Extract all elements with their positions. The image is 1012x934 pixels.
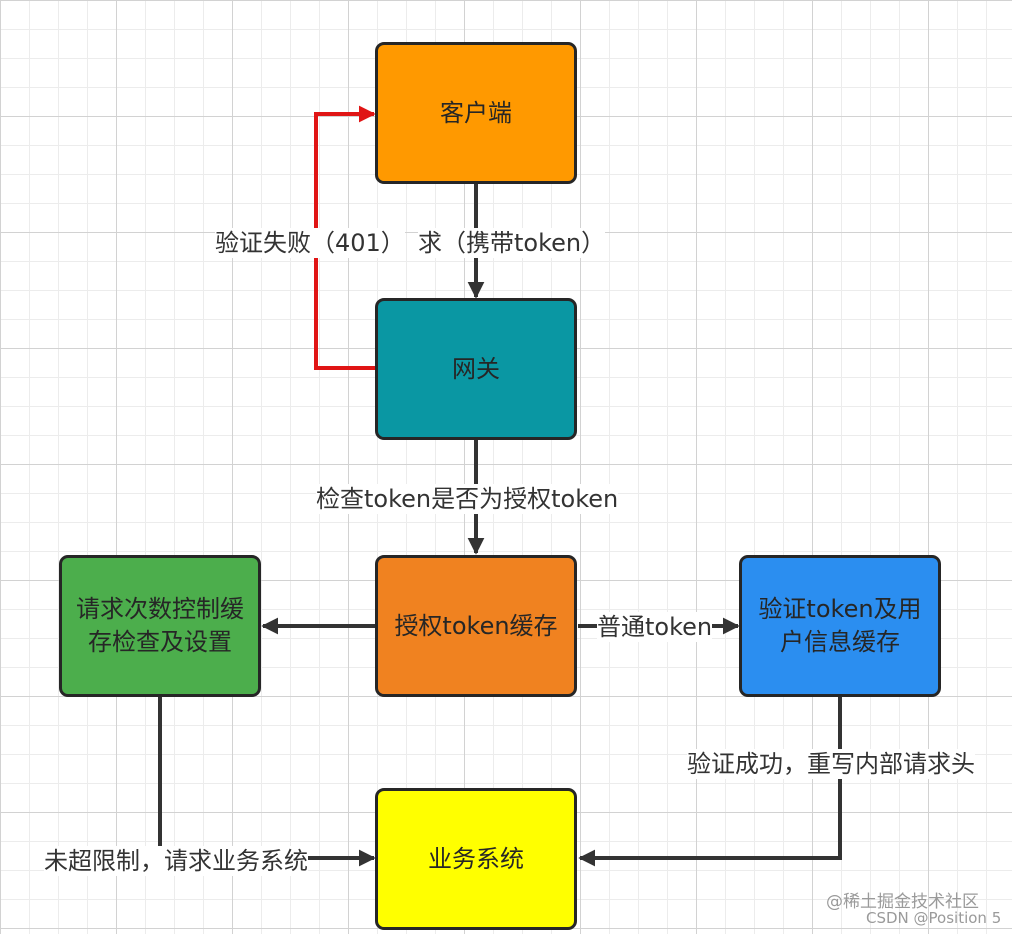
node-auth-cache-label: 授权token缓存	[394, 611, 558, 640]
label-gateway-fail: 验证失败（401）	[215, 228, 405, 258]
node-rate-limit-label: 请求次数控制缓存检查及设置	[76, 595, 244, 656]
label-client-to-gateway: 求（携带token）	[418, 228, 606, 258]
node-business-label: 业务系统	[428, 844, 524, 873]
node-gateway-label: 网关	[452, 354, 500, 383]
node-client[interactable]: 客户端	[375, 42, 577, 184]
node-gateway[interactable]: 网关	[375, 298, 577, 440]
node-auth-cache[interactable]: 授权token缓存	[375, 555, 577, 697]
edge-rate-to-business	[158, 697, 376, 867]
watermark-juejin: @稀土掘金技术社区	[826, 892, 979, 912]
label-verify-to-business: 验证成功，重写内部请求头	[687, 749, 975, 779]
watermark-csdn: CSDN @Position 5	[866, 909, 1002, 927]
node-business[interactable]: 业务系统	[375, 788, 577, 930]
label-gateway-to-auth: 检查token是否为授权token	[316, 484, 619, 514]
node-verify-cache[interactable]: 验证token及用户信息缓存	[739, 555, 941, 697]
label-auth-to-verify: 普通token	[597, 612, 713, 642]
node-verify-cache-label: 验证token及用户信息缓存	[758, 595, 922, 656]
label-rate-to-business: 未超限制，请求业务系统	[44, 846, 308, 876]
node-client-label: 客户端	[440, 98, 512, 127]
node-rate-limit[interactable]: 请求次数控制缓存检查及设置	[59, 555, 261, 697]
